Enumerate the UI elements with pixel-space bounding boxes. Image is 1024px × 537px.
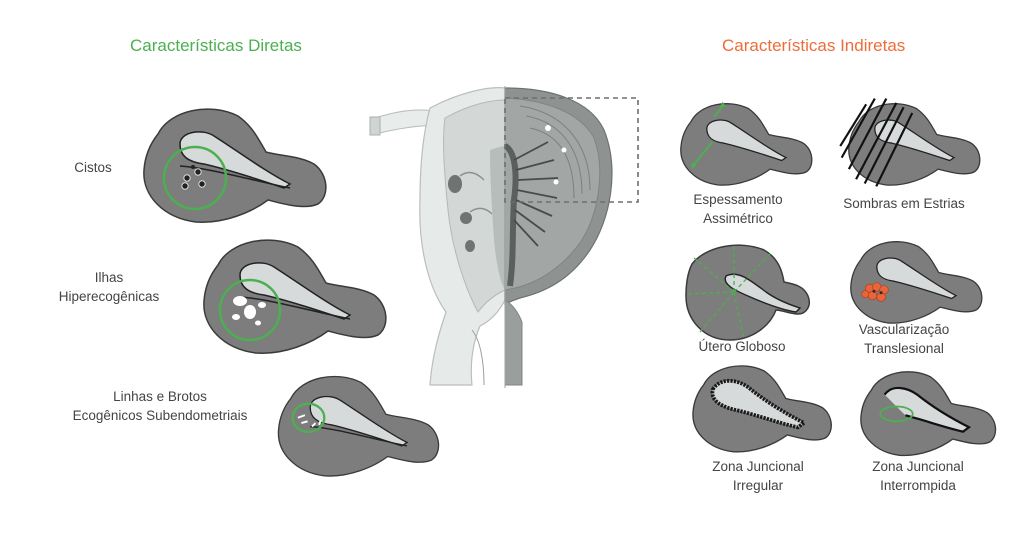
label-irregular-jz: Zona Juncional Irregular (712, 459, 804, 493)
label-interrupted-jz: Zona Juncional Interrompida (872, 459, 964, 493)
label-cysts: Cistos (74, 160, 112, 175)
uterus-asymmetric-thickening-icon (680, 101, 813, 186)
label-asymmetric-thickening: Espessamento Assimétrico (693, 192, 783, 226)
uterus-translesional-vascularity-icon (850, 241, 983, 324)
uterus-globular-icon (685, 244, 810, 341)
uterus-subendometrial-lines-icon (277, 375, 440, 477)
label-subendometrial-lines: Linhas e Brotos Ecogênicos Subendometria… (72, 389, 248, 423)
uterus-cross-section-illustration (369, 86, 639, 388)
uterus-fan-shadowing-icon (839, 98, 981, 187)
label-hyperechoic-islands: Ilhas Hiperecogênicas (58, 270, 160, 304)
uterus-cysts-icon (143, 108, 327, 223)
label-fan-shadowing: Sombras em Estrias (843, 196, 965, 211)
uterus-hyperechoic-islands-icon (203, 239, 387, 354)
label-translesional-vascularity: Vascularização Translesional (858, 322, 950, 356)
indirect-features-heading: Características Indiretas (722, 36, 906, 55)
uterus-irregular-jz-icon (692, 365, 832, 453)
label-globular-uterus: Útero Globoso (698, 339, 786, 354)
direct-features-heading: Características Diretas (130, 36, 302, 55)
uterus-interrupted-jz-icon (860, 371, 997, 457)
